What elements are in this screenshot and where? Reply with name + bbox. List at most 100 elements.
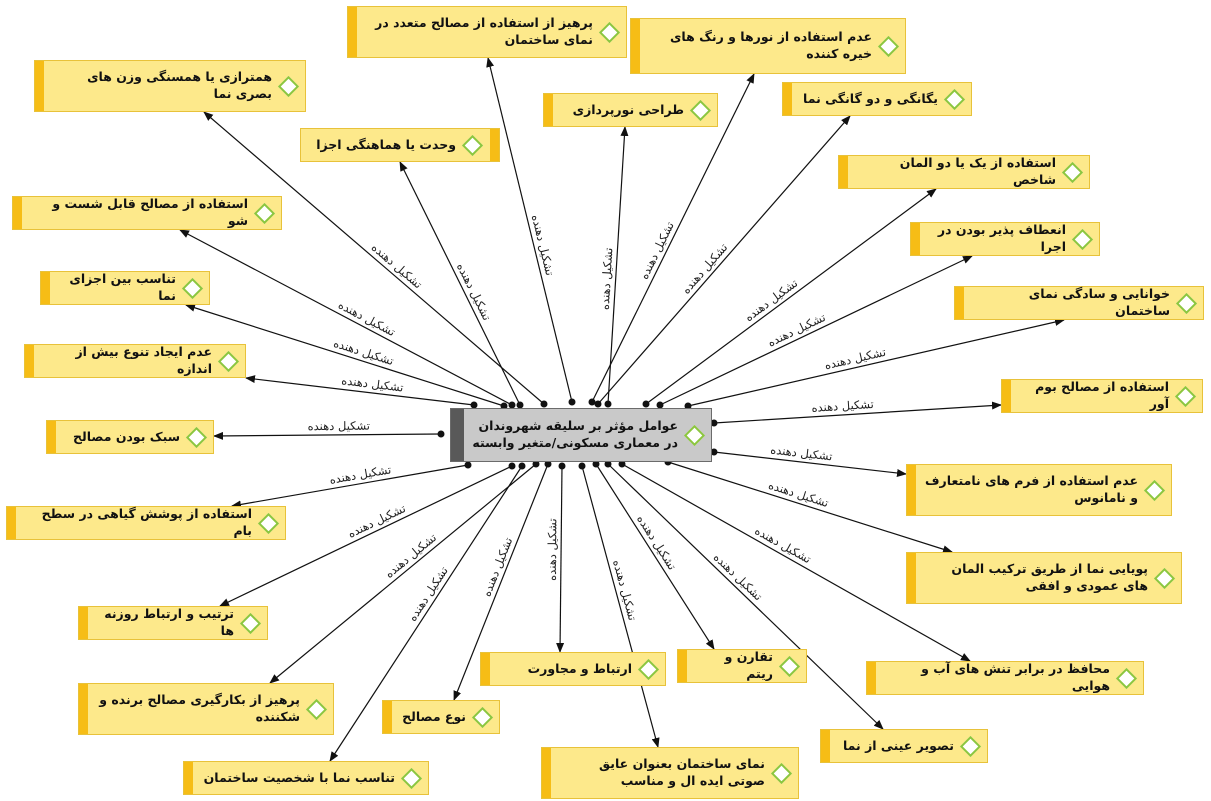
edge-arrow xyxy=(687,318,1065,407)
edge-label: تشکیل دهنده xyxy=(770,442,834,463)
diamond-icon xyxy=(1061,161,1084,183)
edge-arrow xyxy=(591,73,755,403)
factor-node-n24[interactable]: تصویر عینی از نما xyxy=(820,729,988,763)
factor-node-label: یگانگی و دو گانگی نما xyxy=(803,90,938,106)
diamond-icon xyxy=(305,698,328,720)
node-accent-bar xyxy=(348,7,357,57)
edge-start-dot xyxy=(508,462,516,470)
diamond-icon xyxy=(239,612,262,634)
factor-node-n20[interactable]: تقارن و ریتم xyxy=(677,649,807,683)
edge-start-dot xyxy=(684,402,692,410)
diamond-icon xyxy=(637,658,660,680)
edge-start-dot xyxy=(592,460,600,468)
diamond-icon xyxy=(185,426,208,448)
node-accent-bar xyxy=(631,19,640,73)
factor-node-n2[interactable]: عدم استفاده از نورها و رنگ های خیره کنند… xyxy=(630,18,906,74)
factor-node-n26[interactable]: تناسب نما با شخصیت ساختمان xyxy=(183,761,429,795)
factor-node-n19[interactable]: ارتباط و مجاورت xyxy=(480,652,666,686)
factor-node-n8[interactable]: استفاده از مصالح قابل شست و شو xyxy=(12,196,282,230)
edge-label: تشکیل دهنده xyxy=(752,523,813,566)
factor-node-label: سبک بودن مصالح xyxy=(73,428,180,444)
diamond-icon xyxy=(181,277,204,299)
node-accent-bar xyxy=(35,61,44,111)
edge-arrow xyxy=(607,463,884,730)
factor-node-label: استفاده از پوشش گیاهی در سطح بام xyxy=(41,506,252,538)
factor-node-n25[interactable]: نمای ساختمان بعنوان عایق صوتی ایده ال و … xyxy=(541,747,799,799)
node-accent-bar xyxy=(79,684,88,734)
node-accent-bar xyxy=(481,653,490,685)
diamond-icon xyxy=(598,21,621,43)
edge-arrow xyxy=(185,303,505,407)
node-accent-bar xyxy=(7,507,16,539)
edge-start-dot xyxy=(464,461,472,469)
edge-label: تشکیل دهنده xyxy=(479,535,515,598)
factor-node-label: پرهیز از استفاده از مصالح متعدد در نمای … xyxy=(375,15,593,47)
edge-start-dot xyxy=(618,460,626,468)
edge-arrow xyxy=(245,375,475,406)
factor-node-n9[interactable]: انعطاف پذیر بودن در اجرا xyxy=(910,222,1100,256)
edge-start-dot xyxy=(710,419,718,427)
edge-arrow xyxy=(713,401,1002,424)
factor-node-label: استفاده از مصالح بوم آور xyxy=(1035,379,1169,411)
factor-node-label: نوع مصالح xyxy=(402,708,466,724)
edge-start-dot xyxy=(578,462,586,470)
factor-node-n17[interactable]: پویایی نما از طریق ترکیب المان های عمودی… xyxy=(906,552,1182,604)
factor-node-n12[interactable]: عدم ایجاد تنوع بیش از اندازه xyxy=(24,344,246,378)
factor-node-label: عدم ایجاد تنوع بیش از اندازه xyxy=(75,344,212,376)
edge-start-dot xyxy=(516,401,524,409)
node-accent-bar xyxy=(1002,380,1011,412)
edge-start-dot xyxy=(604,460,612,468)
factor-node-n3[interactable]: همترازی یا همسنگی وزن های بصری نما xyxy=(34,60,306,112)
edge-label: تشکیل دهنده xyxy=(332,336,396,368)
factor-node-label: پویایی نما از طریق ترکیب المان های عمودی… xyxy=(951,561,1148,593)
node-accent-bar xyxy=(383,701,392,733)
central-node[interactable]: عوامل مؤثر بر سلیقه شهروندان در معماری م… xyxy=(450,408,712,462)
edge-arrow xyxy=(667,461,953,554)
factor-node-label: تقارن و ریتم xyxy=(724,649,773,681)
edge-arrow xyxy=(269,463,537,684)
node-accent-bar xyxy=(911,223,920,255)
edge-arrow xyxy=(595,463,715,650)
factor-node-n22[interactable]: پرهیز از بکارگیری مصالح برنده و شکننده xyxy=(78,683,334,735)
node-accent-bar xyxy=(907,465,916,515)
factor-node-n16[interactable]: استفاده از پوشش گیاهی در سطح بام xyxy=(6,506,286,540)
factor-node-n15[interactable]: عدم استفاده از فرم های نامتعارف و نامانو… xyxy=(906,464,1172,516)
edge-arrow xyxy=(659,255,973,406)
node-accent-bar xyxy=(821,730,830,762)
edge-arrow xyxy=(213,431,442,440)
factor-node-n11[interactable]: خوانایی و سادگی نمای ساختمان xyxy=(954,286,1204,320)
factor-node-n7[interactable]: استفاده از یک یا دو المان شاخص xyxy=(838,155,1090,189)
factor-node-label: عدم استفاده از فرم های نامتعارف و نامانو… xyxy=(925,473,1138,505)
factor-node-n10[interactable]: تناسب بین اجزای نما xyxy=(40,271,210,305)
diamond-icon xyxy=(257,512,280,534)
edge-arrow xyxy=(453,463,549,701)
edge-label: تشکیل دهنده xyxy=(454,261,494,323)
factor-node-n13[interactable]: استفاده از مصالح بوم آور xyxy=(1001,379,1203,413)
node-accent-bar xyxy=(490,129,499,161)
factor-node-n1[interactable]: پرهیز از استفاده از مصالح متعدد در نمای … xyxy=(347,6,627,58)
edge-start-dot xyxy=(518,462,526,470)
factor-node-n6[interactable]: وحدت یا هماهنگی اجزا xyxy=(300,128,500,162)
diamond-icon xyxy=(471,706,494,728)
edge-label: تشکیل دهنده xyxy=(341,373,405,394)
edge-start-dot xyxy=(532,460,540,468)
factor-node-n18[interactable]: ترتیب و ارتباط روزنه ها xyxy=(78,606,268,640)
edge-arrow xyxy=(203,111,545,405)
node-accent-bar xyxy=(47,421,56,453)
edge-label: تشکیل دهنده xyxy=(405,564,451,624)
factor-node-label: استفاده از مصالح قابل شست و شو xyxy=(52,196,248,228)
edge-start-dot xyxy=(437,430,445,438)
node-accent-bar xyxy=(955,287,964,319)
factor-node-n5[interactable]: طراحی نورپردازی xyxy=(543,93,718,127)
edge-start-dot xyxy=(500,402,508,410)
factor-node-n21[interactable]: محافظ در برابر تنش های آب و هوایی xyxy=(866,661,1144,695)
diamond-icon xyxy=(1174,385,1197,407)
factor-node-n4[interactable]: یگانگی و دو گانگی نما xyxy=(782,82,972,116)
edge-label: تشکیل دهنده xyxy=(598,247,616,310)
factor-node-n23[interactable]: نوع مصالح xyxy=(382,700,500,734)
factor-node-label: استفاده از یک یا دو المان شاخص xyxy=(899,155,1056,187)
edge-arrow xyxy=(179,229,513,406)
factor-node-n14[interactable]: سبک بودن مصالح xyxy=(46,420,214,454)
edge-label: تشکیل دهنده xyxy=(767,478,831,510)
edge-start-dot xyxy=(470,401,478,409)
